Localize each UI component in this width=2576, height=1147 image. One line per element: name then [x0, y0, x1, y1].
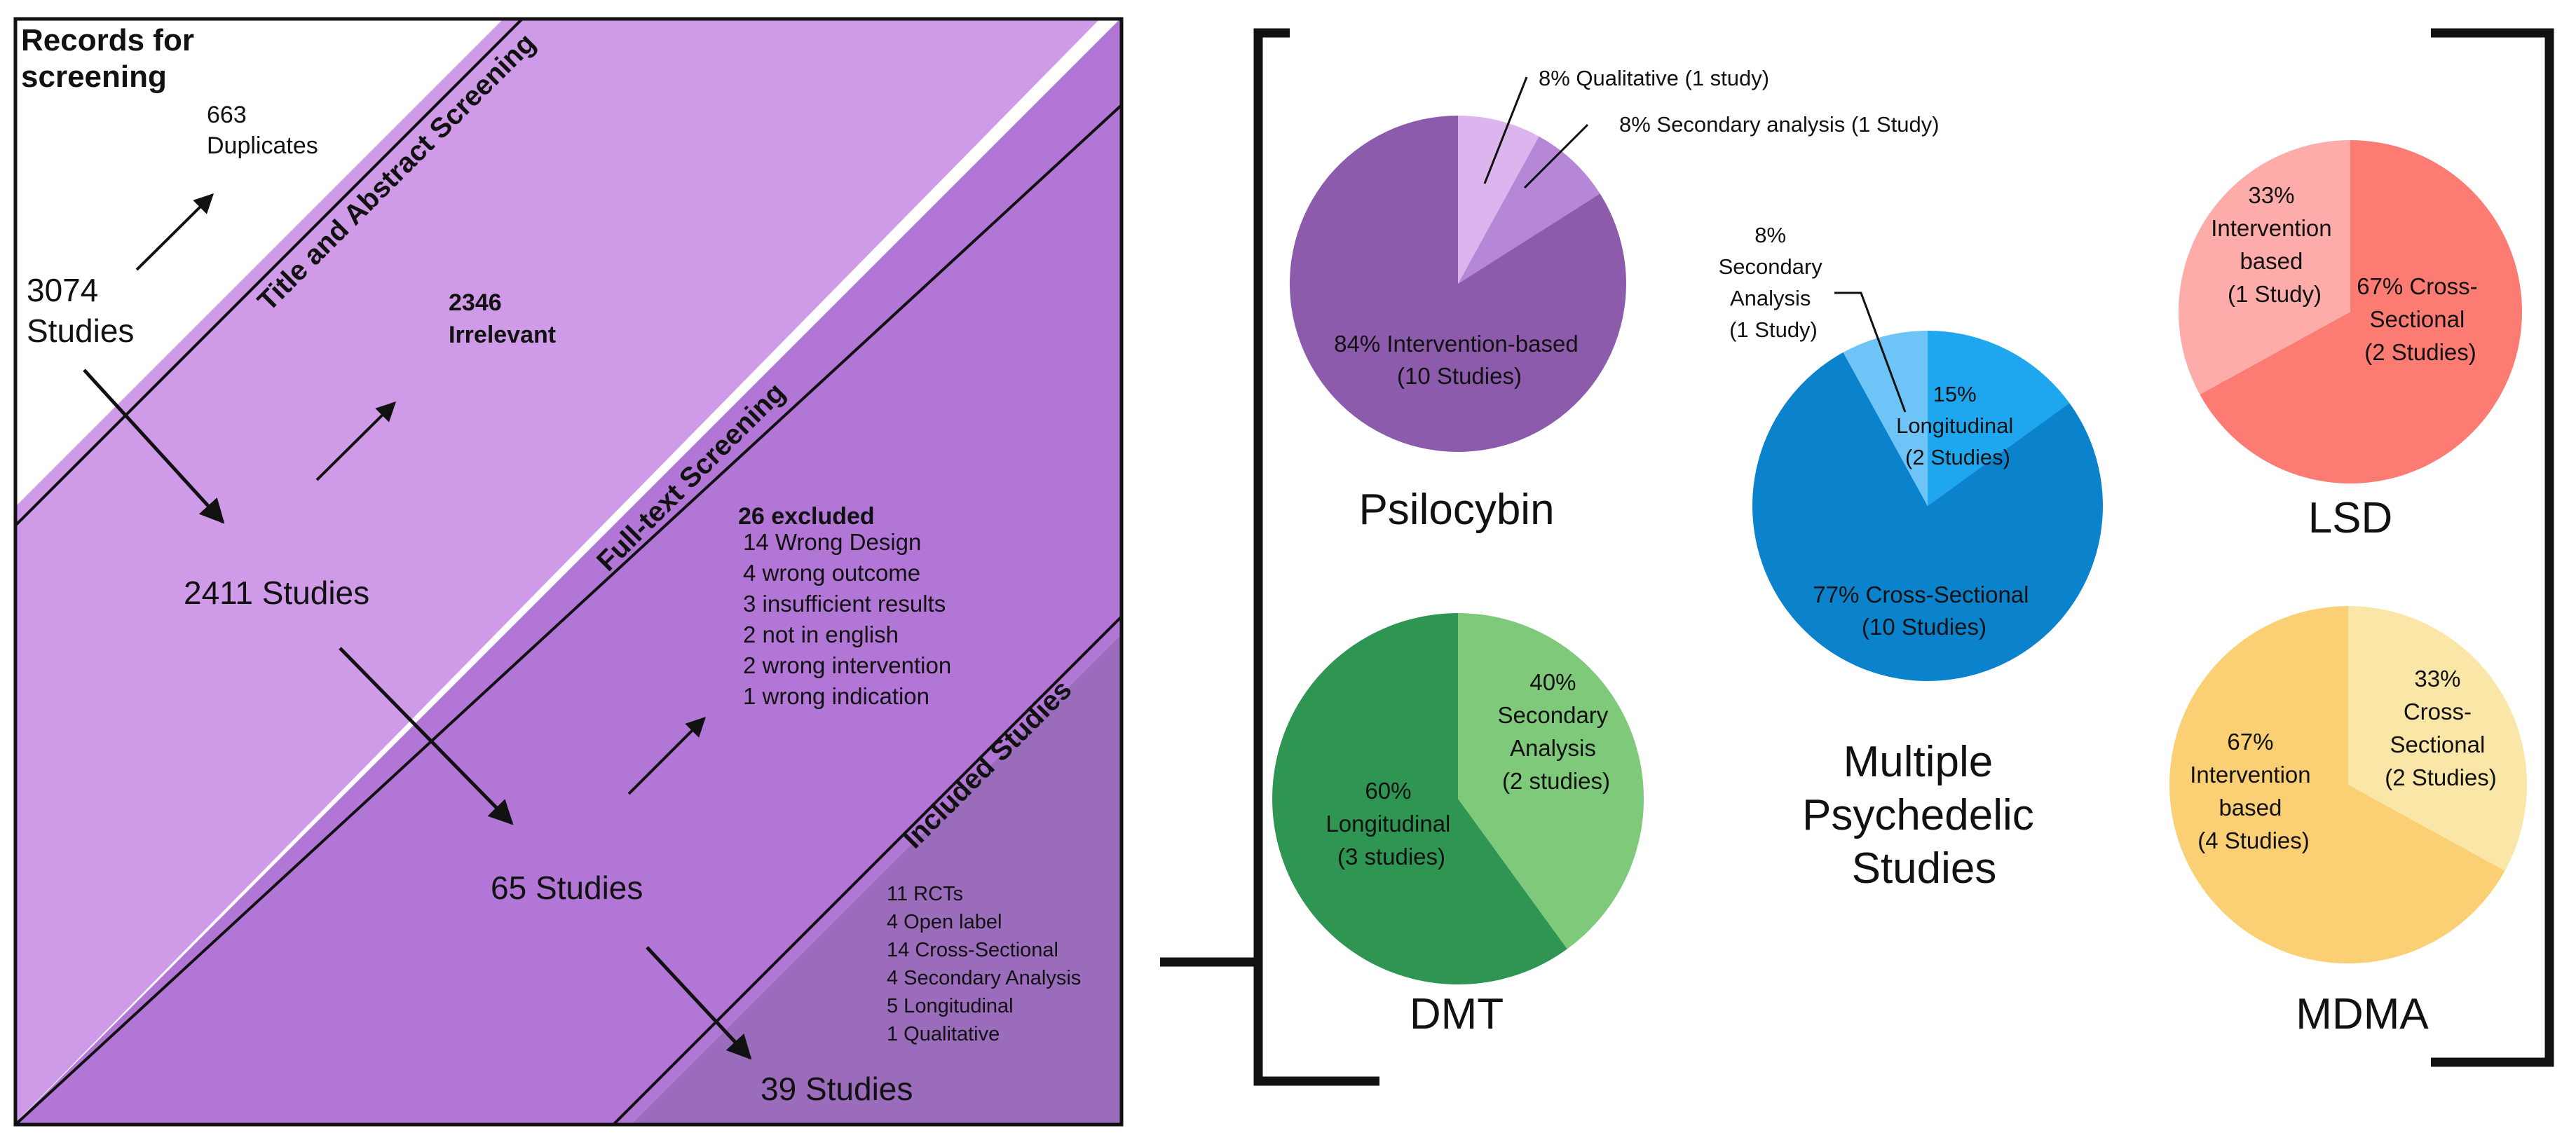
dmt-secondary-label: 40% Secondary Analysis (2 studies) [1498, 669, 1615, 794]
multiple-cross-label: 77% Cross-Sectional (10 Studies) [1813, 582, 2035, 640]
multiple-psychedelic-pie [1752, 330, 2104, 681]
psilocybin-pie [1289, 116, 1626, 452]
flow-border [13, 17, 1124, 1127]
psilocybin-slice-0 [1458, 116, 1539, 284]
excluded-reasons: 14 Wrong Design 4 wrong outcome 3 insuff… [743, 529, 958, 709]
arrow-to-duplicates [135, 193, 214, 271]
pie-charts-panel: Psilocybin LSD Multiple Psychedelic Stud… [1160, 28, 2554, 1086]
excluded-title: 26 excluded [738, 503, 875, 530]
right-bracket [2431, 28, 2554, 1067]
dmt-slice-1 [1272, 613, 1567, 984]
band-divider-2 [15, 104, 1122, 1125]
mdma-slice-1 [2169, 606, 2505, 963]
arrow-to-excluded [627, 717, 706, 795]
multiple-secondary-leader [1834, 291, 1907, 413]
multiple-slice-1 [1752, 352, 2104, 681]
mdma-title: MDMA [2296, 990, 2429, 1038]
mdma-pie [2169, 606, 2528, 963]
records-title: Records for screening [21, 23, 203, 94]
start-count: 3074 Studies [27, 272, 134, 349]
multiple-slice-2 [1843, 330, 1928, 506]
final-count: 39 Studies [761, 1071, 913, 1107]
band-divider-1 [15, 19, 524, 527]
lsd-slice-1 [2179, 140, 2350, 394]
left-bracket [1253, 28, 1379, 1086]
arrow-to-fulltext [339, 647, 514, 825]
psilocybin-sec-leader [1523, 123, 1589, 189]
psilocybin-main-label: 84% Intervention-based (10 Studies) [1334, 331, 1585, 389]
psilocybin-slice-1 [1458, 136, 1600, 284]
psilocybin-qual-leader [1483, 76, 1528, 184]
fulltext-band [15, 19, 1122, 1125]
duplicates: 663 Duplicates [207, 102, 318, 159]
psilocybin-slice-2 [1289, 116, 1626, 452]
dmt-longitudinal-label: 60% Longitudinal (3 studies) [1326, 778, 1457, 870]
psilocybin-title: Psilocybin [1358, 486, 1554, 534]
included-band [631, 634, 1122, 1125]
psilocybin-sec-label: 8% Secondary analysis (1 Study) [1619, 112, 1940, 137]
title-abstract-band [15, 19, 1100, 1123]
lsd-slice-0 [2200, 140, 2523, 483]
lsd-cross-label: 67% Cross- Sectional (2 Studies) [2357, 273, 2484, 365]
lsd-intervention-label: 33% Intervention based (1 Study) [2211, 182, 2338, 307]
dmt-slice-0 [1458, 613, 1644, 949]
arrow-to-final [646, 946, 752, 1060]
band-divider-3 [612, 615, 1122, 1125]
multiple-longitudinal-label: 15% Longitudinal (2 Studies) [1896, 382, 2019, 469]
mdma-cross-label: 33% Cross- Sectional (2 Studies) [2385, 666, 2497, 790]
dmt-title: DMT [1410, 990, 1504, 1038]
included-breakdown: 11 RCTs 4 Open label 14 Cross-Sectional … [887, 883, 1086, 1045]
psilocybin-qual-label: 8% Qualitative (1 study) [1539, 66, 1769, 90]
after-fulltext-count: 65 Studies [491, 870, 643, 906]
arrow-to-irrelevant [315, 401, 396, 481]
multiple-secondary-label: 8% Secondary Analysis (1 Study) [1719, 223, 1829, 342]
after-screen-count: 2411 Studies [184, 575, 369, 611]
irrelevant: 2346 Irrelevant [449, 289, 556, 348]
multiple-slice-0 [1928, 331, 2070, 506]
screening-flow-panel: Records for screening Title and Abstract… [13, 17, 1124, 1127]
dmt-pie [1272, 613, 1644, 984]
lsd-pie [2179, 140, 2523, 483]
mdma-intervention-label: 67% Intervention based (4 Studies) [2190, 729, 2317, 853]
multiple-title: Multiple Psychedelic Studies [1802, 738, 2046, 893]
arrow-to-screened [83, 369, 225, 524]
mdma-slice-0 [2348, 606, 2528, 871]
lsd-title: LSD [2308, 494, 2393, 542]
